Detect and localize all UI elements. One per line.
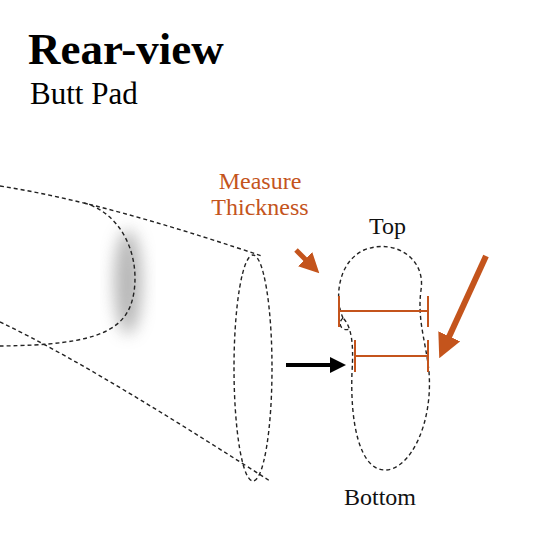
- callout-label: Measure Thickness: [190, 168, 330, 221]
- end-label: Bottom: [344, 485, 416, 510]
- pad-outline: [339, 246, 430, 470]
- end-label: Top: [369, 214, 406, 239]
- stock-outline: [0, 186, 272, 481]
- pointer-arrow: [443, 256, 486, 350]
- shadow: [114, 230, 142, 334]
- view-arrow: [286, 363, 340, 367]
- pointer-arrow: [296, 250, 314, 268]
- title: Rear-view: [28, 26, 224, 73]
- subtitle: Butt Pad: [30, 78, 138, 111]
- measure-lines: [339, 296, 428, 372]
